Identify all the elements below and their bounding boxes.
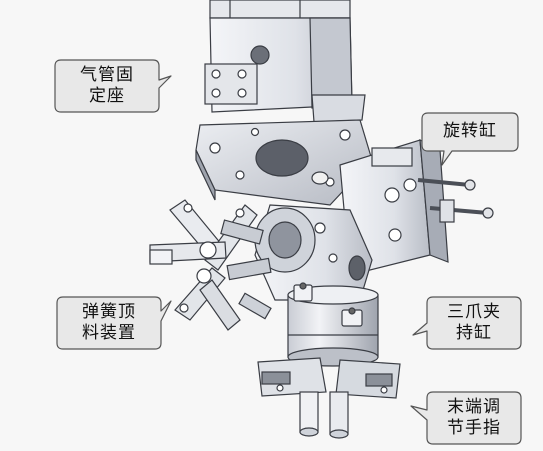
callout-air-pipe-mount: 气管固 定座: [54, 59, 172, 113]
callout-bubble-shape: [54, 59, 172, 113]
end-fingers: [257, 357, 401, 439]
callout-three-jaw-cylinder-line2: 持缸: [456, 323, 492, 343]
three-jaw-cylinder: [287, 282, 379, 367]
callout-bubble-shape: [412, 296, 522, 350]
callout-spring-ejector: 弹簧顶 料装置: [56, 296, 172, 350]
central-hub: [254, 204, 373, 301]
mounting-plate: [195, 119, 373, 206]
callout-air-pipe-mount-line2: 定座: [89, 86, 125, 106]
callout-rotary-cylinder-line1: 旋转缸: [443, 121, 497, 141]
callout-bubble-shape: [421, 112, 519, 166]
callout-end-finger: 末端调 节手指: [410, 391, 522, 445]
callout-rotary-cylinder: 旋转缸: [421, 112, 519, 166]
callout-end-finger-line1: 末端调: [447, 397, 501, 417]
top-column: [204, 0, 366, 123]
callout-three-jaw-cylinder-line1: 三爪夹: [447, 302, 501, 322]
callout-bubble-shape: [56, 296, 172, 350]
callout-spring-ejector-line1: 弹簧顶: [82, 302, 136, 322]
callout-end-finger-line2: 节手指: [447, 418, 501, 438]
callout-spring-ejector-line2: 料装置: [82, 323, 136, 343]
callout-air-pipe-mount-line1: 气管固: [80, 65, 134, 85]
callout-bubble-shape: [410, 391, 522, 445]
spring-ejector: [149, 199, 272, 331]
callout-three-jaw-cylinder: 三爪夹 持缸: [412, 296, 522, 350]
